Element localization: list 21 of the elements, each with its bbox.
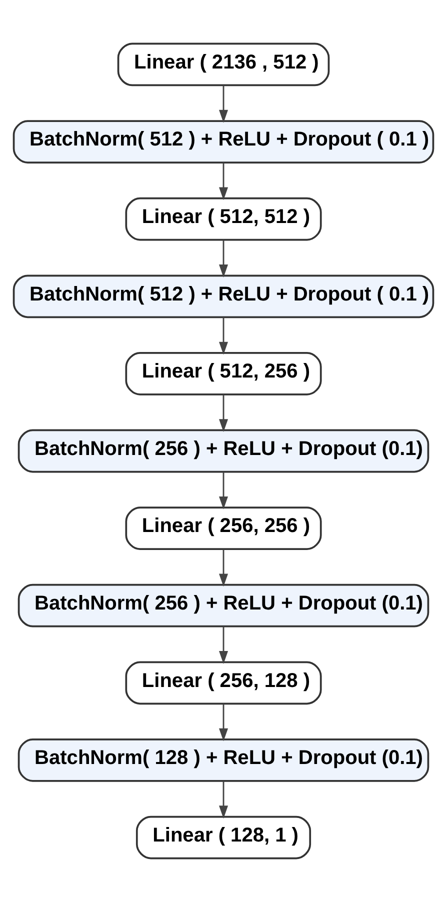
arrow <box>218 780 228 818</box>
arrow <box>218 316 228 354</box>
arrow <box>218 626 228 664</box>
arrow <box>218 84 228 122</box>
node-box: BatchNorm( 512 ) + ReLU + Dropout ( 0.1 ) <box>12 274 434 318</box>
node-box: BatchNorm( 512 ) + ReLU + Dropout ( 0.1 ) <box>12 120 434 163</box>
node-box: Linear ( 128, 1 ) <box>136 815 312 859</box>
node-box: Linear ( 256, 256 ) <box>125 506 322 550</box>
arrow <box>218 548 228 586</box>
node-box: BatchNorm( 256 ) + ReLU + Dropout (0.1) <box>18 583 430 627</box>
node-box: BatchNorm( 256 ) + ReLU + Dropout (0.1) <box>18 428 430 472</box>
arrow <box>218 703 228 741</box>
arrow <box>218 240 228 277</box>
node-box: Linear ( 2136 , 512 ) <box>117 42 330 86</box>
node-box: BatchNorm( 128 ) + ReLU + Dropout (0.1) <box>18 738 430 782</box>
arrow <box>218 394 228 432</box>
node-box: Linear ( 256, 128 ) <box>125 660 322 704</box>
arrow <box>218 162 228 200</box>
node-box: Linear ( 512, 256 ) <box>125 352 322 395</box>
arrow <box>218 471 228 509</box>
node-box: Linear ( 512, 512 ) <box>125 196 322 240</box>
